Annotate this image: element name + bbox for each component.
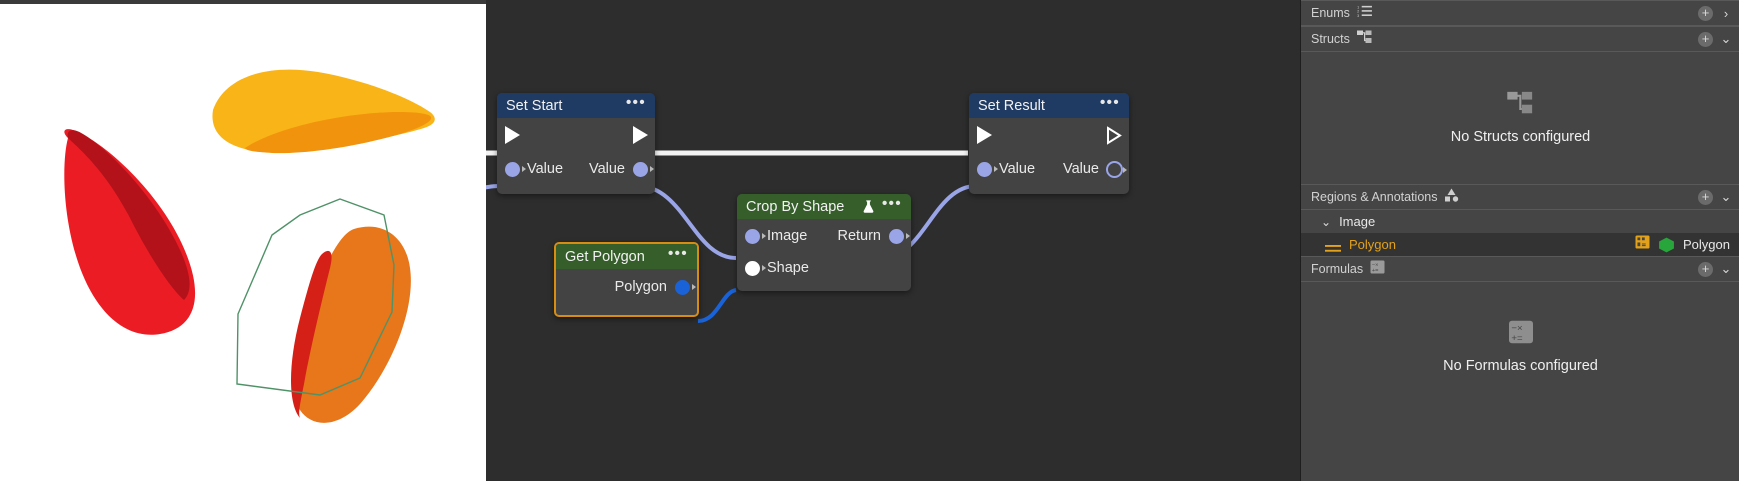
link-region-icon[interactable] xyxy=(1635,235,1650,254)
list-item-label: Polygon xyxy=(1349,237,1396,252)
node-set-start-body: Value Value xyxy=(497,118,655,194)
chevron-right-icon[interactable]: › xyxy=(1723,5,1729,21)
node-crop-by-shape-body: Image Return Shape xyxy=(737,219,911,291)
section-header-structs[interactable]: Structs + ⌄ xyxy=(1301,26,1739,52)
input-label-value: Value xyxy=(527,161,564,177)
image-return-row: Image Return xyxy=(737,219,911,253)
input-pin-shape[interactable] xyxy=(737,260,767,276)
list-item-type-label: Polygon xyxy=(1683,237,1730,252)
output-label-value: Value xyxy=(588,161,625,177)
section-header-regions[interactable]: Regions & Annotations + ⌄ xyxy=(1301,184,1739,210)
image-panel-top-edge xyxy=(0,0,486,4)
section-header-formulas[interactable]: Formulas −× += + ⌄ xyxy=(1301,256,1739,282)
svg-text:−×: −× xyxy=(1372,262,1379,268)
output-pin-value[interactable] xyxy=(1099,160,1129,178)
node-set-result-header[interactable]: Set Result ••• xyxy=(969,93,1129,118)
structs-empty-state: No Structs configured xyxy=(1301,52,1739,184)
polygon-row: Polygon xyxy=(556,269,697,305)
node-crop-by-shape-header[interactable]: Crop By Shape ••• xyxy=(737,194,911,219)
add-enum-button[interactable]: + xyxy=(1698,5,1713,21)
exec-row xyxy=(969,118,1129,152)
output-pin-return[interactable] xyxy=(881,228,911,244)
chevron-down-icon[interactable]: ⌄ xyxy=(1720,31,1732,46)
exec-out-pin[interactable] xyxy=(625,126,655,144)
struct-icon xyxy=(1506,91,1535,120)
node-get-polygon-header[interactable]: Get Polygon ••• xyxy=(556,244,697,269)
equals-icon xyxy=(1325,240,1341,252)
image-preview-canvas xyxy=(64,69,435,423)
section-header-enums[interactable]: Enums 1 2 3 + › xyxy=(1301,0,1739,26)
node-set-start[interactable]: Set Start ••• Value Value xyxy=(497,93,655,194)
yellow-petal xyxy=(212,69,435,154)
output-label-value: Value xyxy=(1062,161,1099,177)
tree-group-label: Image xyxy=(1339,214,1376,229)
formulas-empty-state: −× += No Formulas configured xyxy=(1301,282,1739,412)
node-menu-icon[interactable]: ••• xyxy=(882,194,902,212)
add-formula-button[interactable]: + xyxy=(1698,261,1713,277)
exec-in-pin[interactable] xyxy=(497,126,527,144)
section-label-structs: Structs xyxy=(1311,32,1350,46)
formula-icon: −× += xyxy=(1508,320,1534,349)
node-set-start-header[interactable]: Set Start ••• xyxy=(497,93,655,118)
formula-icon: −× += xyxy=(1370,259,1385,279)
output-pin-polygon[interactable] xyxy=(667,279,697,295)
image-preview-panel[interactable] xyxy=(0,0,487,481)
structs-empty-text: No Structs configured xyxy=(1450,129,1591,145)
exec-in-pin[interactable] xyxy=(969,126,999,144)
svg-text:+=: += xyxy=(1511,333,1523,344)
svg-text:−×: −× xyxy=(1511,323,1522,334)
value-row: Value Value xyxy=(969,152,1129,186)
shape-row: Shape xyxy=(737,253,911,283)
node-menu-icon[interactable]: ••• xyxy=(626,93,646,111)
node-title: Set Start xyxy=(506,97,563,114)
formulas-empty-text: No Formulas configured xyxy=(1443,358,1598,374)
list-item-polygon[interactable]: Polygon Polygon xyxy=(1301,233,1739,256)
node-title: Get Polygon xyxy=(565,248,645,265)
node-set-result[interactable]: Set Result ••• xyxy=(969,93,1129,194)
shapes-icon xyxy=(1444,188,1460,207)
node-menu-icon[interactable]: ••• xyxy=(668,244,688,262)
output-pin-value[interactable] xyxy=(625,161,655,177)
struct-icon xyxy=(1356,30,1373,49)
chevron-down-icon[interactable]: ⌄ xyxy=(1720,189,1732,204)
svg-text:3: 3 xyxy=(1357,14,1359,17)
node-title: Set Result xyxy=(978,97,1045,114)
red-petal xyxy=(64,129,196,335)
input-label-value: Value xyxy=(999,161,1036,177)
polygon-annotation xyxy=(236,198,395,396)
flask-icon xyxy=(861,199,876,214)
node-crop-by-shape[interactable]: Crop By Shape ••• Image Return xyxy=(737,194,911,291)
orange-petal xyxy=(291,226,411,423)
node-title: Crop By Shape xyxy=(746,198,845,215)
svg-text:1: 1 xyxy=(1357,5,1359,9)
details-panel[interactable]: Enums 1 2 3 + › Structs xyxy=(1300,0,1739,481)
input-label-image: Image xyxy=(767,228,808,244)
node-set-result-body: Value Value xyxy=(969,118,1129,194)
node-get-polygon-body: Polygon xyxy=(556,269,697,315)
exec-out-pin[interactable] xyxy=(1099,126,1129,145)
hexagon-icon xyxy=(1658,237,1675,253)
input-label-shape: Shape xyxy=(767,260,809,276)
add-struct-button[interactable]: + xyxy=(1698,31,1713,47)
input-pin-value[interactable] xyxy=(969,161,999,177)
output-label-polygon: Polygon xyxy=(614,279,667,295)
section-label-regions: Regions & Annotations xyxy=(1311,190,1438,204)
section-label-enums: Enums xyxy=(1311,6,1350,20)
node-get-polygon[interactable]: Get Polygon ••• Polygon xyxy=(554,242,699,317)
node-menu-icon[interactable]: ••• xyxy=(1100,93,1120,111)
list-icon: 1 2 3 xyxy=(1357,4,1372,22)
value-row: Value Value xyxy=(497,152,655,186)
input-pin-image[interactable] xyxy=(737,228,767,244)
svg-text:2: 2 xyxy=(1357,10,1359,14)
tree-group-image[interactable]: ⌄ Image xyxy=(1301,210,1739,233)
chevron-down-icon[interactable]: ⌄ xyxy=(1720,261,1732,276)
add-region-button[interactable]: + xyxy=(1698,189,1713,205)
chevron-down-icon[interactable]: ⌄ xyxy=(1321,214,1332,229)
node-graph-canvas[interactable]: Set Start ••• Value Value xyxy=(486,0,1300,481)
exec-row xyxy=(497,118,655,152)
input-pin-value[interactable] xyxy=(497,161,527,177)
section-label-formulas: Formulas xyxy=(1311,262,1364,276)
svg-text:+=: += xyxy=(1372,268,1379,274)
output-label-return: Return xyxy=(837,228,881,244)
